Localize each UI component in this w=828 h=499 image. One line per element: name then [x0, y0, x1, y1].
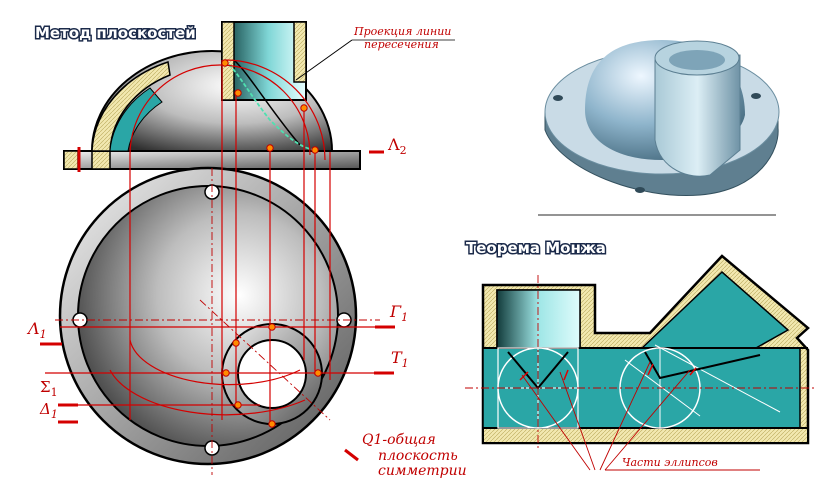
- label-lambda2: Λ2: [387, 135, 407, 157]
- label-gamma1: Γ1: [389, 302, 408, 324]
- monge-drawing: Части эллипсов: [465, 254, 815, 471]
- left-title: Метод плоскостей: [35, 24, 196, 42]
- svg-text:плоскость: плоскость: [378, 448, 458, 464]
- render-3d: [538, 40, 780, 216]
- plane-marks: [40, 147, 395, 462]
- label-sigma1: Σ1: [40, 378, 58, 399]
- right-title: Теорема Монжа: [466, 239, 606, 257]
- symmetry-annotation: Q1-общая плоскость симметрии: [362, 432, 467, 479]
- projection-callout: Проекция линии пересечения: [295, 25, 455, 81]
- projection-label-1: Проекция линии: [353, 25, 451, 38]
- front-view: [63, 21, 361, 170]
- construction-lines: [45, 59, 385, 425]
- label-lambda1: Λ1: [26, 319, 47, 341]
- projection-label-2: пересечения: [364, 38, 439, 51]
- ellipse-parts-label: Части эллипсов: [622, 456, 718, 469]
- intersection-curve: [224, 59, 316, 151]
- label-t1: T1: [391, 348, 409, 370]
- svg-text:Q1-общая: Q1-общая: [362, 432, 436, 448]
- svg-text:симметрии: симметрии: [378, 463, 467, 479]
- top-view: [58, 166, 358, 466]
- intersection-points: [221, 59, 322, 428]
- label-delta1: Δ1: [39, 400, 58, 421]
- pipe-bore: [237, 339, 307, 409]
